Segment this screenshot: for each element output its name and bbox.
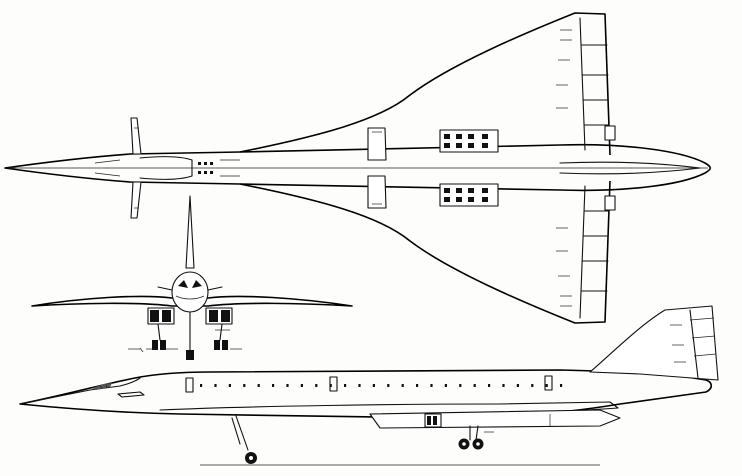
side-view-door-rear xyxy=(544,375,553,391)
side-view-window xyxy=(516,384,519,387)
side-view-window xyxy=(459,384,462,387)
side-view-rudder-segments xyxy=(670,317,717,363)
side-view-window xyxy=(300,384,303,387)
side-view-main-gear xyxy=(458,425,494,450)
side-view-nose xyxy=(19,377,141,405)
top-view-cabin-details xyxy=(198,159,240,177)
top-view-canard-upper xyxy=(130,117,142,155)
side-view-window xyxy=(444,384,447,387)
side-view-window xyxy=(531,384,534,387)
top-view-engine-nacelle-lower xyxy=(367,175,387,209)
top-view-intake-lower xyxy=(439,183,499,207)
side-view-window xyxy=(401,384,404,387)
top-view-elevons-upper xyxy=(580,44,610,126)
side-view-window xyxy=(200,384,203,387)
side-view-window xyxy=(416,384,419,387)
side-view-window xyxy=(329,384,332,387)
front-view-canards xyxy=(157,286,223,291)
side-view-engine-nacelle xyxy=(369,409,621,429)
side-view-window xyxy=(344,384,347,387)
front-view-fuselage xyxy=(171,271,209,313)
side-view-window xyxy=(372,384,375,387)
side-view-window xyxy=(387,384,390,387)
side-view-window xyxy=(272,384,275,387)
top-view-elevons-lower xyxy=(580,210,610,292)
side-view-window xyxy=(430,384,433,387)
front-view-windshield xyxy=(178,280,202,288)
side-view-window xyxy=(214,384,217,387)
top-view-wing-markings xyxy=(556,29,572,307)
side-view-window xyxy=(228,384,231,387)
front-view-landing-gear xyxy=(152,311,230,360)
top-view-engine-nacelle-upper xyxy=(367,127,387,161)
side-view-cockpit-windows xyxy=(92,383,112,390)
side-view-window xyxy=(257,384,260,387)
side-view-nose-gear xyxy=(231,415,257,464)
front-view-engine-nacelles xyxy=(147,307,233,325)
top-view-nozzle-lower xyxy=(604,195,616,211)
top-view-tail-cone xyxy=(559,161,701,175)
top-view-elevon-hinge-lower xyxy=(579,185,586,319)
front-view-fin xyxy=(185,195,195,269)
side-view-window xyxy=(286,384,289,387)
top-view xyxy=(4,12,712,324)
front-view-wing xyxy=(31,295,353,307)
side-view-window xyxy=(315,384,318,387)
top-view-right-wing xyxy=(239,180,611,324)
side-view-canard xyxy=(117,391,145,398)
top-view-intake-upper xyxy=(439,129,499,153)
side-view-window xyxy=(488,384,491,387)
side-view-fuselage xyxy=(19,369,713,419)
side-view-window xyxy=(358,384,361,387)
side-view xyxy=(19,305,719,466)
top-view-cockpit xyxy=(139,156,193,180)
top-view-nozzle-upper xyxy=(604,125,616,141)
side-view-window xyxy=(243,384,246,387)
side-view-rudder-hinge xyxy=(689,309,699,379)
side-view-window xyxy=(473,384,476,387)
side-view-door-mid xyxy=(329,376,338,392)
side-view-window xyxy=(545,384,548,387)
side-view-window-row xyxy=(200,384,563,387)
top-view-canard-lower xyxy=(130,181,142,219)
top-view-elevon-hinge-upper xyxy=(579,17,586,151)
side-view-window xyxy=(560,384,563,387)
side-view-vertical-tail xyxy=(589,305,719,381)
side-view-door-front xyxy=(185,377,194,393)
top-view-left-wing xyxy=(239,12,611,156)
side-view-window xyxy=(502,384,505,387)
top-view-fuselage xyxy=(4,143,712,192)
front-view xyxy=(31,195,353,360)
